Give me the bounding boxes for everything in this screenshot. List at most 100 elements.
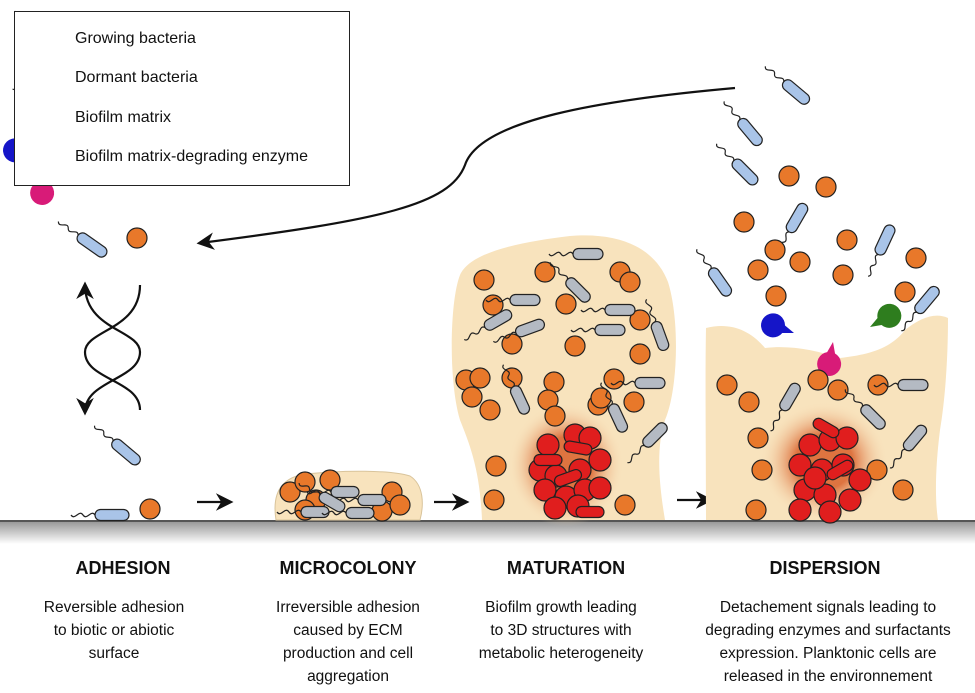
desc-line: aggregation xyxy=(307,668,389,685)
cocci-cell xyxy=(564,335,586,357)
rod-body xyxy=(509,385,531,415)
rod-body xyxy=(650,320,670,352)
rod-cell xyxy=(463,309,513,341)
legend-label-enzyme: Biofilm matrix-degrading enzyme xyxy=(75,148,308,165)
rod-cell xyxy=(298,482,346,513)
cocci-cell xyxy=(555,293,577,315)
flagellum xyxy=(57,221,79,236)
desc-line: Biofilm growth leading xyxy=(485,599,637,616)
cocci-cell xyxy=(827,379,849,401)
flagellum xyxy=(570,327,596,333)
cocci-cell xyxy=(738,391,760,413)
rod-cell xyxy=(570,323,626,337)
cocci-cell xyxy=(544,405,566,427)
cocci-cell xyxy=(836,229,858,251)
cocci-cell xyxy=(745,499,767,521)
cocci-cell xyxy=(838,488,862,512)
flagellum xyxy=(645,298,657,323)
cocci-cell xyxy=(139,498,161,520)
rod-cell xyxy=(553,468,583,488)
rod-body xyxy=(300,505,330,519)
cocci-cell xyxy=(818,500,842,524)
cocci-cell xyxy=(747,259,769,281)
cocci-cell xyxy=(485,455,507,477)
stage-title-maturation: MATURATION xyxy=(506,558,626,578)
rod-cell xyxy=(306,485,360,499)
flagellum xyxy=(770,409,783,432)
cocci-cell xyxy=(473,269,495,291)
flagellum xyxy=(549,262,568,280)
cocci-cell xyxy=(788,498,812,522)
rod-cell xyxy=(492,318,546,343)
rod-body xyxy=(111,438,141,466)
cocci-cell xyxy=(866,459,888,481)
rod-cell xyxy=(610,376,666,390)
rod-cell xyxy=(549,262,591,303)
cocci-cell xyxy=(543,496,567,520)
flagellum xyxy=(463,326,486,341)
rod-cell xyxy=(826,459,854,481)
reversible-arrow-down xyxy=(76,284,142,416)
cocci-cell xyxy=(832,264,854,286)
flagellum xyxy=(548,251,574,257)
flagellum xyxy=(901,311,917,332)
rod-cell xyxy=(485,293,541,307)
cocci-cell xyxy=(716,374,738,396)
flagellum xyxy=(844,389,863,407)
flagellum xyxy=(627,445,645,464)
cocci-cell xyxy=(798,433,822,457)
desc-line: to biotic or abiotic xyxy=(53,622,175,639)
cocci-cell xyxy=(765,285,787,307)
rod-body xyxy=(553,468,583,488)
flagellum xyxy=(696,249,712,270)
flagellum xyxy=(873,382,899,388)
desc-line: expression. Planktonic cells are xyxy=(719,645,937,662)
rod-cell xyxy=(627,422,668,464)
enzyme-shape xyxy=(30,171,55,205)
desc-line: Detachement signals leading to xyxy=(719,599,937,616)
rod-cell xyxy=(867,224,896,277)
rod-body xyxy=(634,376,666,390)
cocci-cell xyxy=(501,333,523,355)
cocci-cell xyxy=(733,211,755,233)
flagellum xyxy=(321,510,347,516)
flagellum xyxy=(600,382,613,405)
cocci-cell xyxy=(536,433,560,457)
rod-body xyxy=(533,453,563,467)
rod-body xyxy=(826,459,854,481)
flagellum xyxy=(867,253,879,277)
cocci-cell xyxy=(294,471,316,493)
cocci-cell xyxy=(778,165,800,187)
rod-body xyxy=(737,117,763,147)
legend-label-matrix: Biofilm matrix xyxy=(75,109,172,126)
cocci-cell xyxy=(629,343,651,365)
flagellum xyxy=(764,66,785,82)
stage-title-dispersion: DISPERSION xyxy=(769,558,881,578)
rod-body xyxy=(565,277,591,303)
cocci-cell xyxy=(788,453,812,477)
cocci-cell xyxy=(603,368,625,390)
cocci-cell xyxy=(479,399,501,421)
flagellum xyxy=(580,307,606,313)
rod-cell xyxy=(533,453,563,467)
rod-body xyxy=(318,491,346,513)
enzyme-shape xyxy=(870,303,902,328)
cocci-cell xyxy=(623,391,645,413)
stage-desc-dispersion: Detachement signals leading to degrading… xyxy=(688,596,968,688)
rod-cell xyxy=(844,389,886,430)
enzyme-shape xyxy=(761,313,794,338)
desc-line: caused by ECM xyxy=(293,622,403,639)
flagellum xyxy=(70,512,96,518)
stage-title-adhesion: ADHESION xyxy=(75,558,171,578)
desc-line: released in the environnement xyxy=(723,668,933,685)
rod-body xyxy=(604,303,636,317)
cocci-cell xyxy=(461,386,483,408)
cocci-cell xyxy=(807,369,829,391)
enzyme xyxy=(817,342,842,376)
cocci-cell xyxy=(590,387,612,409)
rod-body xyxy=(76,232,108,258)
rod-body xyxy=(914,285,940,315)
desc-line: surface xyxy=(88,645,140,662)
cocci-cell xyxy=(629,309,651,331)
cocci-cell xyxy=(483,489,505,511)
